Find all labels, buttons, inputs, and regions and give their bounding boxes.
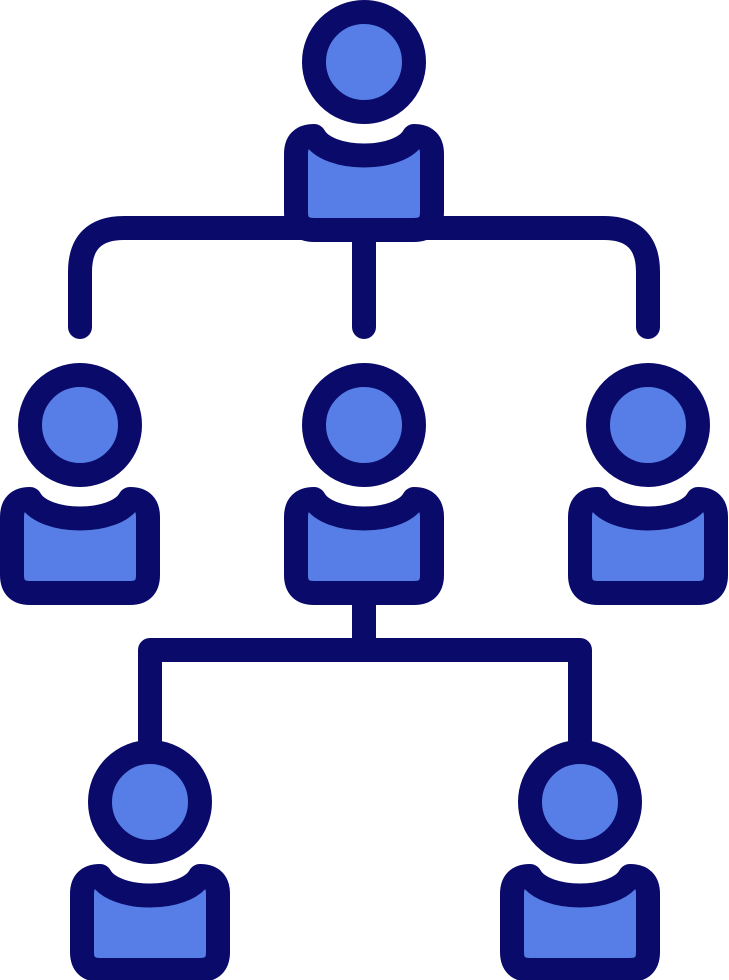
center-person-body xyxy=(284,487,444,605)
top-person xyxy=(284,0,444,242)
right-person-head xyxy=(586,363,710,487)
bottom-left-person xyxy=(70,740,230,980)
left-person xyxy=(0,363,160,605)
connector-bottom-branch xyxy=(138,638,592,752)
left-person-head xyxy=(18,363,142,487)
bottom-left-person-body xyxy=(70,864,230,980)
right-person-body xyxy=(568,487,728,605)
left-person-body xyxy=(0,487,160,605)
center-person xyxy=(284,363,444,605)
bottom-right-person-head xyxy=(518,740,642,864)
top-person-body xyxy=(284,124,444,242)
bottom-right-person-body xyxy=(500,864,660,980)
bottom-right-person xyxy=(500,740,660,980)
center-person-head xyxy=(302,363,426,487)
bottom-left-person-head xyxy=(88,740,212,864)
right-person xyxy=(568,363,728,605)
top-person-head xyxy=(302,0,426,124)
